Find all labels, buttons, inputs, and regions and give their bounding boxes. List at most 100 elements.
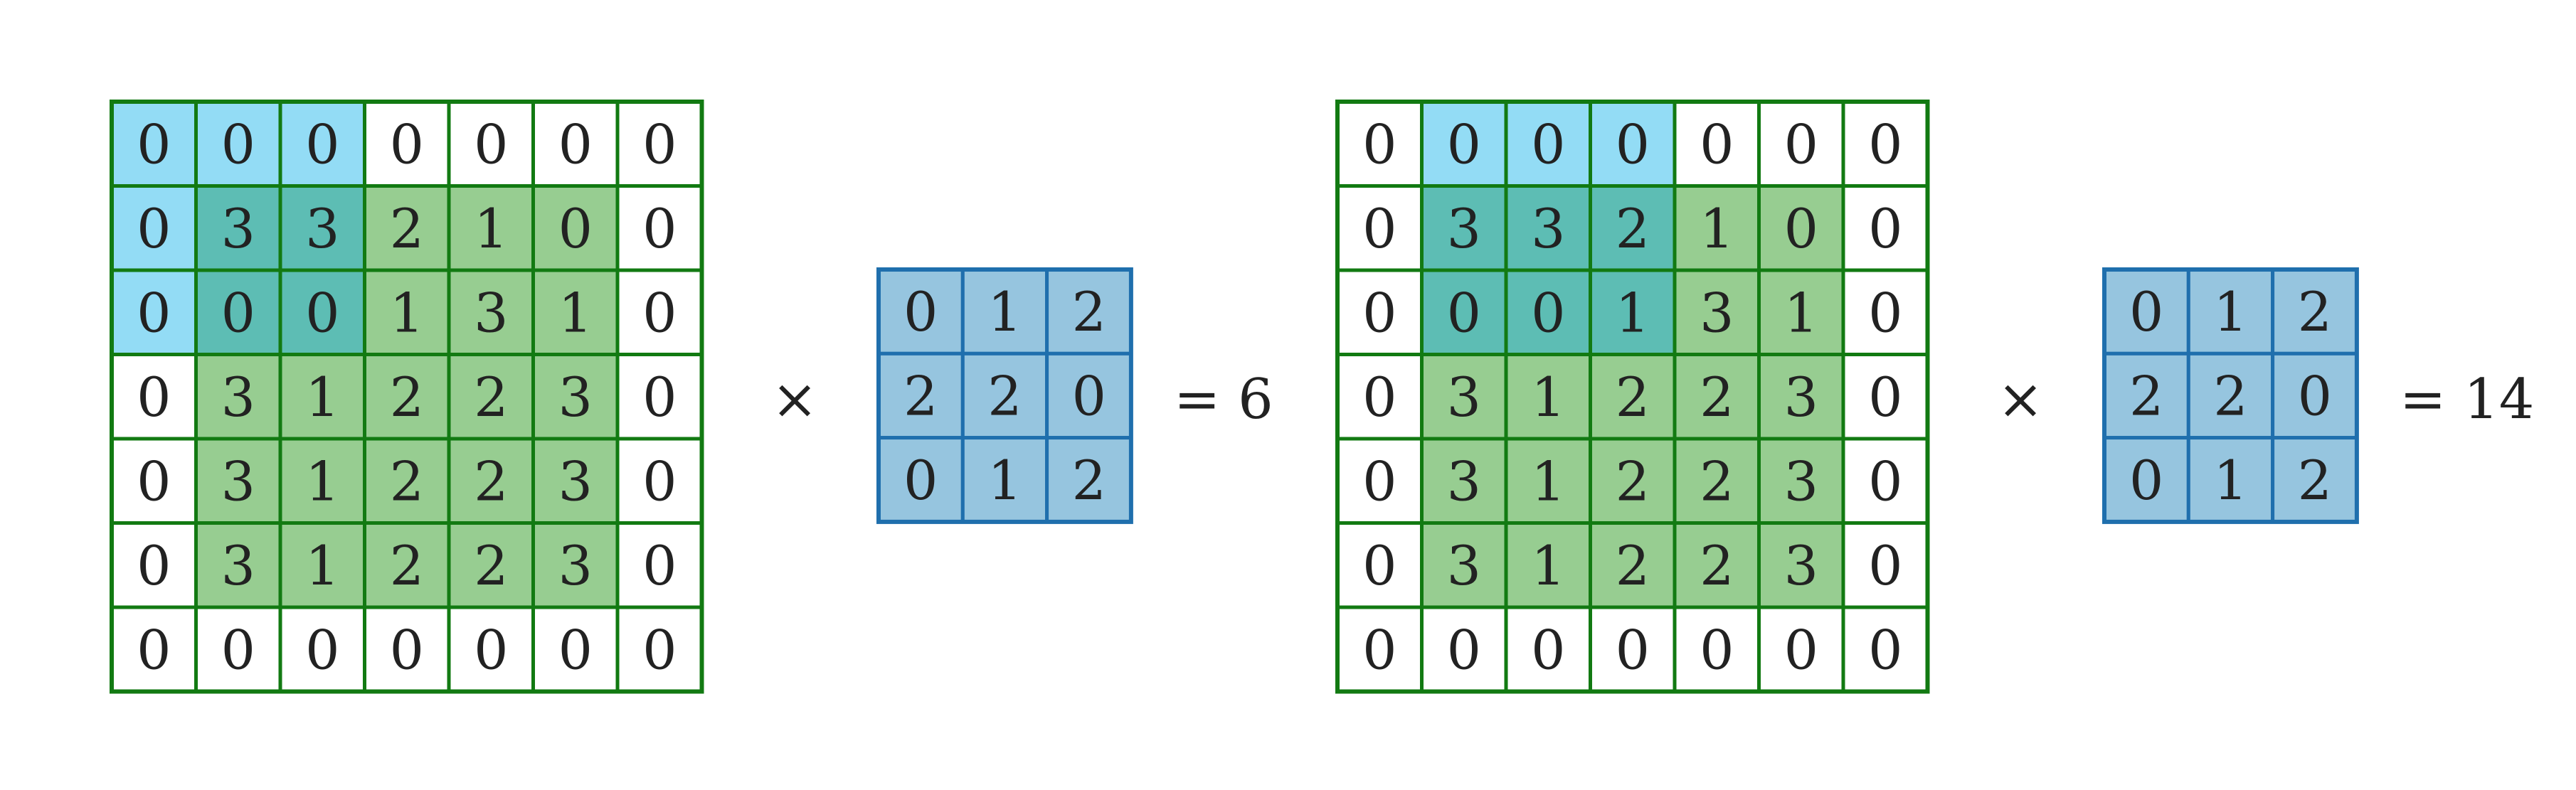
window-overlap-cell (1420, 184, 1508, 272)
window-overlap-cell (278, 184, 366, 272)
padding-cell (110, 437, 198, 525)
multiply-operator: × (1997, 368, 2043, 432)
interior-cell (1589, 353, 1677, 441)
interior-cell (1673, 353, 1761, 441)
matrix-value: 0 (642, 618, 677, 681)
matrix-value: 0 (1784, 112, 1818, 176)
matrix-value: 0 (1362, 534, 1396, 597)
matrix-value: 0 (1868, 365, 1902, 429)
kernel-value: 0 (2129, 449, 2163, 512)
interior-cell (194, 521, 282, 609)
window-overlap-cell (1504, 184, 1592, 272)
matrix-value: 3 (1447, 449, 1481, 513)
matrix-value: 0 (137, 197, 171, 260)
kernel-border (876, 267, 1133, 524)
matrix-value: 2 (1616, 449, 1650, 513)
input-matrix-border (110, 100, 704, 694)
interior-cell (1673, 184, 1761, 272)
kernel-value: 0 (1072, 364, 1106, 427)
matrix-value: 3 (305, 197, 339, 260)
matrix-value: 0 (221, 618, 255, 681)
matrix-value: 1 (1531, 534, 1565, 597)
kernel-cell (2186, 267, 2275, 356)
padding-cell (363, 605, 451, 693)
kernel-cell (960, 351, 1049, 440)
matrix-value: 0 (1868, 618, 1902, 681)
matrix-value: 2 (1700, 365, 1734, 429)
matrix-value: 0 (1362, 281, 1396, 344)
matrix-value: 3 (221, 197, 255, 260)
interior-cell (1420, 521, 1508, 609)
padding-cell (531, 100, 620, 188)
window-cell (1589, 100, 1677, 188)
matrix-value: 0 (137, 449, 171, 513)
matrix-value: 0 (1362, 449, 1396, 513)
kernel-value: 2 (1072, 449, 1106, 512)
matrix-value: 0 (642, 281, 677, 344)
result-label: = 14 (2400, 368, 2534, 432)
kernel-cell (960, 267, 1049, 356)
matrix-value: 2 (474, 365, 508, 429)
matrix-value: 0 (1447, 281, 1481, 344)
matrix-value: 1 (305, 365, 339, 429)
window-overlap-cell (278, 268, 366, 356)
multiply-operator: × (771, 368, 817, 432)
matrix-value: 1 (390, 281, 424, 344)
matrix-value: 0 (642, 112, 677, 176)
kernel-value: 0 (903, 280, 938, 343)
matrix-value: 1 (305, 534, 339, 597)
kernel-cell (2271, 267, 2359, 356)
result-label: = 6 (1174, 368, 1273, 432)
matrix-value: 2 (474, 449, 508, 513)
kernel-value: 2 (903, 364, 938, 427)
matrix-value: 0 (1616, 112, 1650, 176)
interior-cell (531, 268, 620, 356)
window-overlap-cell (1504, 268, 1592, 356)
matrix-value: 3 (558, 449, 593, 513)
matrix-value: 0 (1700, 112, 1734, 176)
matrix-value: 0 (1868, 534, 1902, 597)
matrix-value: 0 (1531, 281, 1565, 344)
matrix-value: 0 (1784, 618, 1818, 681)
matrix-value: 1 (1616, 281, 1650, 344)
matrix-value: 3 (474, 281, 508, 344)
matrix-value: 0 (390, 112, 424, 176)
matrix-value: 1 (558, 281, 593, 344)
matrix-value: 2 (1700, 534, 1734, 597)
kernel-cell (2186, 436, 2275, 524)
input-matrix-border (1335, 100, 1930, 694)
matrix-value: 0 (137, 281, 171, 344)
kernel-cell (2271, 436, 2359, 524)
kernel-value: 0 (2298, 364, 2332, 427)
kernel-value: 1 (2213, 449, 2247, 512)
matrix-value: 3 (1784, 365, 1818, 429)
matrix-value: 1 (1700, 197, 1734, 260)
window-overlap-cell (1589, 184, 1677, 272)
matrix-value: 0 (1362, 197, 1396, 260)
kernel-value: 2 (987, 364, 1022, 427)
matrix-value: 1 (305, 449, 339, 513)
interior-cell (1673, 437, 1761, 525)
matrix-value: 1 (1531, 449, 1565, 513)
window-cell (1504, 100, 1592, 188)
matrix-value: 0 (474, 618, 508, 681)
matrix-value: 0 (1447, 112, 1481, 176)
kernel-value: 2 (1072, 280, 1106, 343)
matrix-value: 3 (1447, 365, 1481, 429)
kernel-cell (876, 436, 965, 524)
matrix-value: 3 (1531, 197, 1565, 260)
matrix-value: 0 (558, 197, 593, 260)
matrix-value: 3 (221, 534, 255, 597)
padding-cell (531, 605, 620, 693)
kernel-cell (1045, 351, 1133, 440)
kernel-value: 1 (2213, 280, 2247, 343)
padding-cell (110, 521, 198, 609)
matrix-value: 0 (558, 112, 593, 176)
matrix-value: 2 (1616, 365, 1650, 429)
interior-cell (1589, 521, 1677, 609)
matrix-value: 0 (137, 534, 171, 597)
